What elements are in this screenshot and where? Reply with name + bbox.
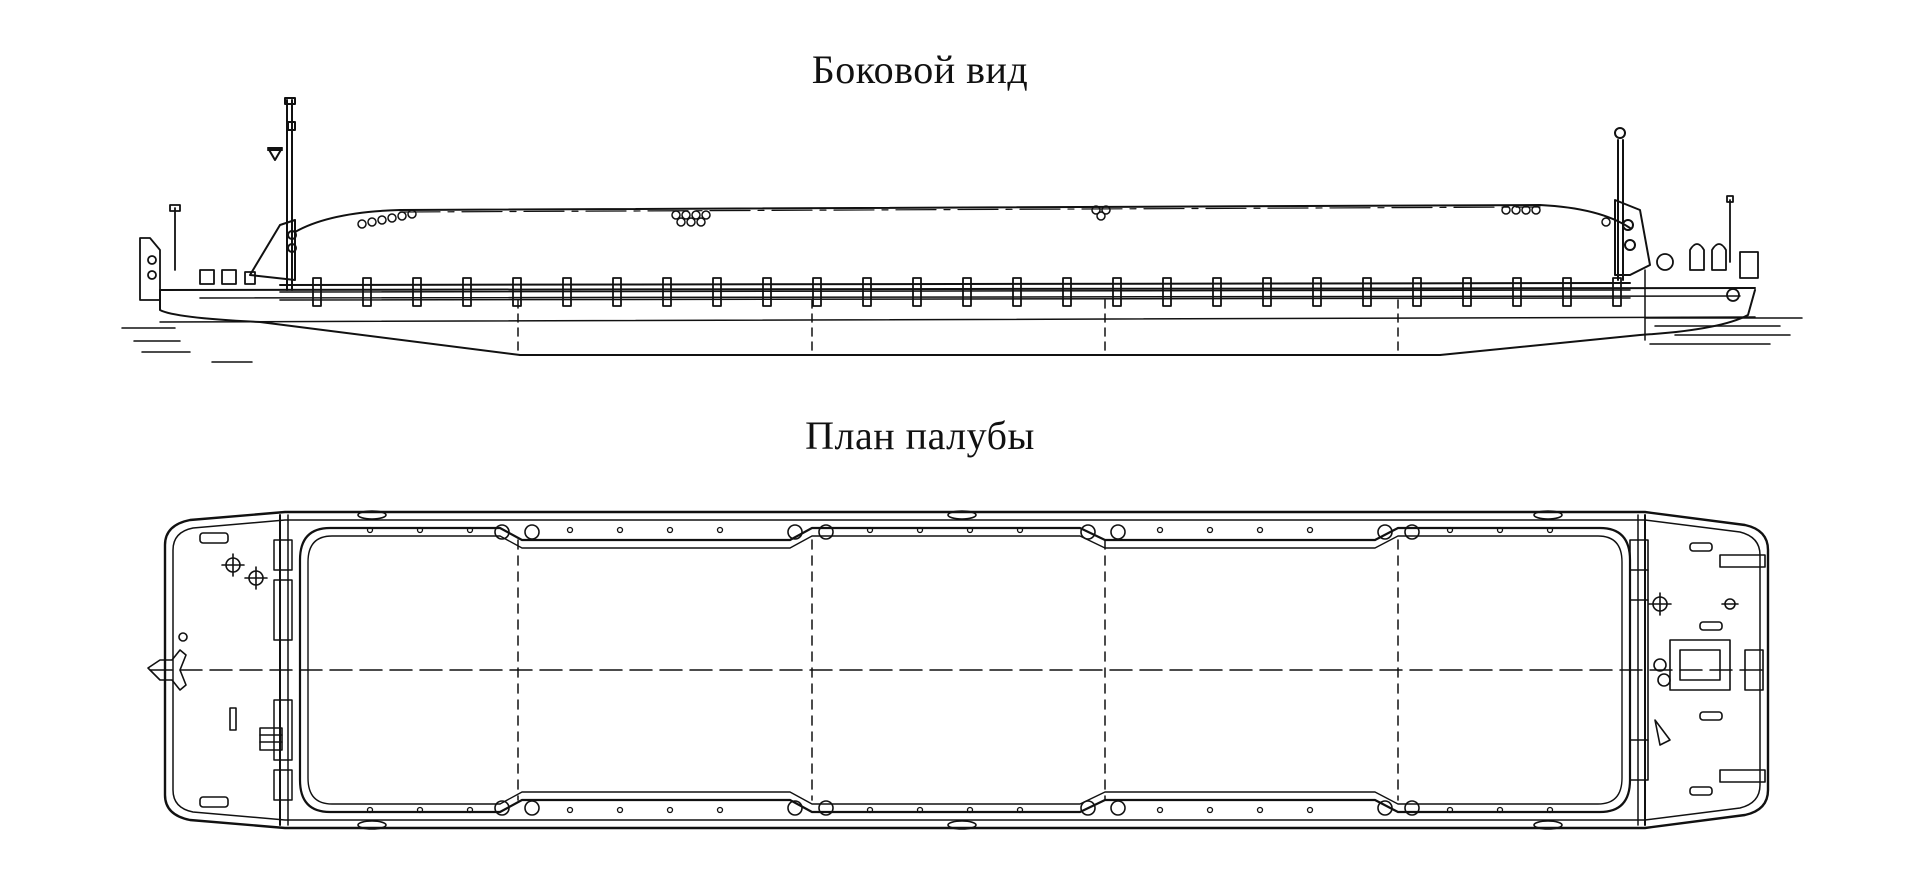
deck-line	[159, 287, 1756, 291]
sheer-line	[199, 295, 1741, 299]
waterline	[159, 316, 1756, 323]
side-view	[121, 97, 1803, 363]
coaming-rail-top	[279, 282, 1631, 286]
cover-centerline	[399, 206, 1541, 213]
deck-plan	[147, 510, 1771, 830]
bow-deck-equipment	[147, 532, 283, 808]
edge-fenders	[357, 510, 1563, 830]
bulkhead-lines	[517, 299, 1399, 356]
bow-mast	[249, 97, 297, 291]
coaming-bolts-bottom	[366, 806, 1554, 814]
water-marks	[121, 317, 1803, 363]
bow-hatch-rail	[273, 539, 293, 801]
deck-plan-title: План палубы	[805, 413, 1035, 458]
bow-fittings	[139, 204, 256, 301]
deck-inner-outline	[172, 519, 1761, 821]
coaming-bolts-top	[366, 526, 1554, 534]
cover-rolls	[357, 205, 1611, 229]
side-view-title: Боковой вид	[811, 47, 1029, 92]
coaming-rail-mid	[279, 289, 1631, 293]
coaming-stanchions	[312, 277, 1622, 307]
deck-outline	[163, 510, 1770, 830]
stern-deck-equipment	[1629, 539, 1766, 796]
cargo-hatch-outline	[298, 526, 1632, 814]
cargo-hatch-inner	[307, 535, 1623, 805]
cargo-cover-profile	[294, 204, 1631, 233]
bollards	[494, 524, 1420, 816]
coaming-rail-low	[279, 297, 1631, 301]
stern-fittings	[1656, 195, 1759, 302]
stern-mast	[1614, 127, 1651, 281]
